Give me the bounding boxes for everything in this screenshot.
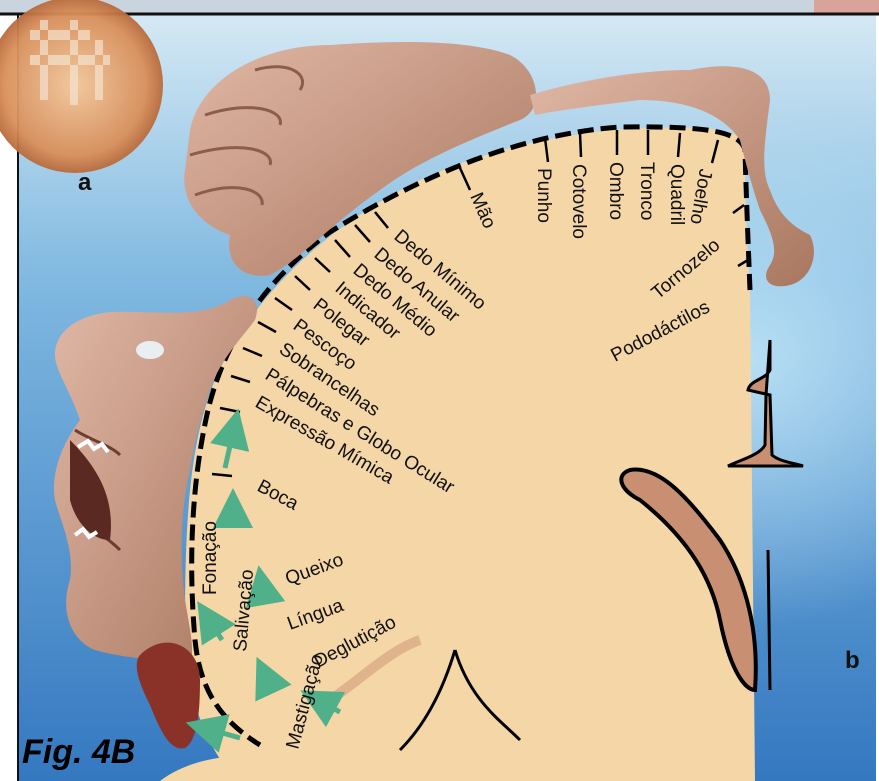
- label-fonacao: Fonação: [200, 521, 221, 595]
- figure-caption: Fig. 4B: [22, 733, 135, 771]
- panel-b-label: b: [845, 647, 860, 674]
- label-tronco: Tronco: [636, 162, 657, 220]
- label-punho: Punho: [533, 168, 554, 223]
- top-strip: [0, 0, 879, 14]
- panel-a-label: a: [78, 169, 92, 196]
- label-quadril: Quadril: [666, 164, 687, 225]
- label-ombro: Ombro: [605, 162, 626, 220]
- label-cotovelo: Cotovelo: [568, 164, 589, 239]
